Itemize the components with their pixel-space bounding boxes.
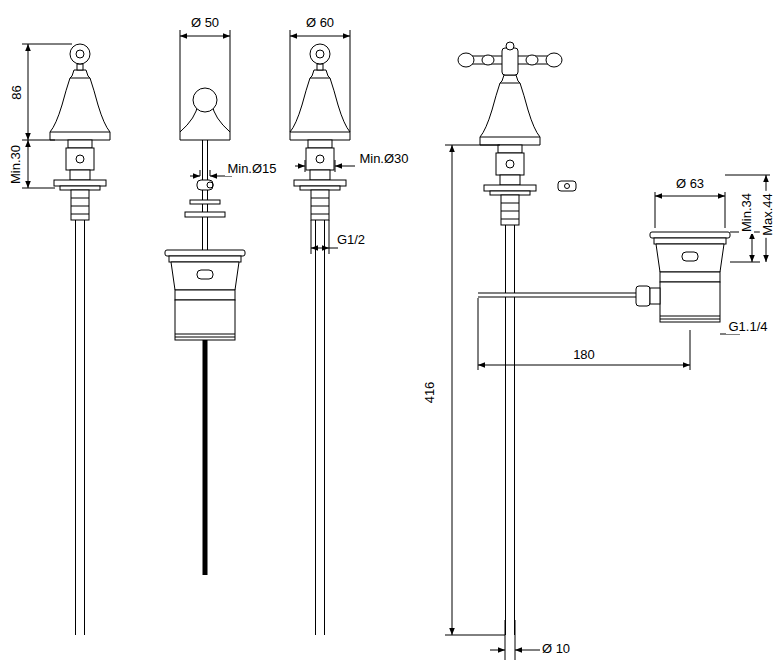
drawing-stroke (565, 184, 570, 189)
pop-up-waste-lever (478, 175, 770, 370)
drawing-stroke (203, 330, 208, 575)
drawing-stroke (28, 140, 29, 188)
drawing-stroke (185, 212, 225, 217)
drawing-stroke (530, 650, 540, 651)
dimension-label: Ø 50 (189, 15, 221, 30)
drawing-stroke (482, 55, 494, 65)
drawing-stroke (197, 180, 213, 190)
dimension-label: G1.1/4 (726, 319, 769, 334)
drawing-stroke (515, 650, 530, 651)
drawing-stroke (650, 232, 730, 322)
drawing-stroke (655, 192, 656, 228)
drawing-stroke (210, 170, 211, 176)
drawing-stroke (190, 176, 200, 177)
drawing-stroke (165, 250, 245, 340)
drawing-stroke (210, 176, 220, 177)
drawing-stroke (478, 365, 690, 366)
drawing-stroke (290, 36, 350, 37)
dimension-label: 86 (9, 83, 24, 101)
dimension-label: 416 (422, 379, 437, 405)
drawing-stroke (22, 140, 55, 141)
dimension-label: Min.Ø30 (357, 151, 410, 166)
drawing-stroke (180, 30, 181, 132)
dimension-label: Min.30 (9, 142, 24, 185)
drawing-stroke (315, 220, 325, 635)
drawing-stroke (203, 140, 207, 250)
valve-ring-handle (290, 30, 355, 635)
dimension-label: Max.44 (759, 191, 774, 238)
drawing-stroke (445, 145, 500, 146)
valve-ring-handle (22, 44, 110, 635)
drawing-stroke (505, 220, 515, 635)
drawing-stroke (193, 88, 217, 112)
drawing-stroke (22, 188, 55, 189)
drawing-stroke (22, 44, 72, 45)
drawing-stroke (650, 288, 660, 304)
drawing-stroke (202, 140, 208, 250)
dimension-label: Ø 60 (304, 15, 336, 30)
drawing-stroke (220, 176, 232, 177)
drawing-stroke (295, 166, 305, 167)
pop-up-waste-knob (165, 30, 245, 575)
drawing-stroke (70, 44, 90, 70)
drawing-stroke (350, 30, 351, 132)
drawing-stroke (752, 232, 753, 262)
drawing-stroke (480, 75, 540, 225)
drawing-stroke (730, 262, 760, 263)
drawing-stroke (76, 220, 84, 635)
drawing-stroke (50, 70, 110, 220)
drawing-stroke (190, 200, 220, 204)
drawing-stroke (290, 30, 291, 132)
drawing-stroke (490, 650, 505, 651)
valve-cross-handle (445, 42, 576, 660)
drawing-stroke (720, 334, 740, 335)
drawing-stroke (546, 53, 562, 67)
drawing-stroke (316, 220, 324, 635)
drawing-stroke (311, 220, 312, 254)
drawing-stroke (230, 30, 231, 132)
drawing-stroke (329, 220, 330, 254)
dimension-label: 180 (571, 347, 597, 362)
dimension-label: Ø 10 (540, 641, 572, 656)
drawing-stroke (502, 48, 518, 75)
drawing-stroke (558, 181, 576, 191)
drawing-stroke (207, 182, 213, 188)
drawing-stroke (445, 635, 505, 636)
drawing-stroke (75, 220, 85, 635)
drawing-stroke (478, 293, 640, 298)
drawing-stroke (506, 220, 514, 635)
drawing-stroke (28, 44, 29, 140)
drawing-stroke (290, 70, 350, 220)
drawing-stroke (335, 166, 355, 167)
drawing-stroke (310, 44, 330, 70)
drawing-stroke (690, 330, 691, 370)
dimension-label: G1/2 (335, 232, 367, 247)
drawing-stroke (478, 294, 640, 297)
drawing-stroke (725, 192, 726, 228)
drawing-stroke (526, 55, 538, 65)
drawing-stroke (329, 248, 338, 249)
drawing-stroke (515, 620, 516, 660)
drawing-stroke (458, 53, 474, 67)
drawing-stroke (478, 298, 479, 370)
drawing-stroke (506, 42, 514, 50)
drawing-stroke (180, 36, 230, 37)
drawing-stroke (452, 145, 453, 635)
drawing-stroke (636, 286, 650, 306)
drawing-stroke (311, 248, 329, 249)
drawing-stroke (505, 620, 506, 660)
dimension-label: Min.Ø15 (225, 161, 278, 176)
drawing-stroke (200, 170, 201, 176)
dimension-label: Min.34 (740, 190, 755, 233)
dimension-label: Ø 63 (674, 176, 706, 191)
drawing-stroke (725, 175, 770, 176)
drawing-stroke (655, 196, 725, 197)
